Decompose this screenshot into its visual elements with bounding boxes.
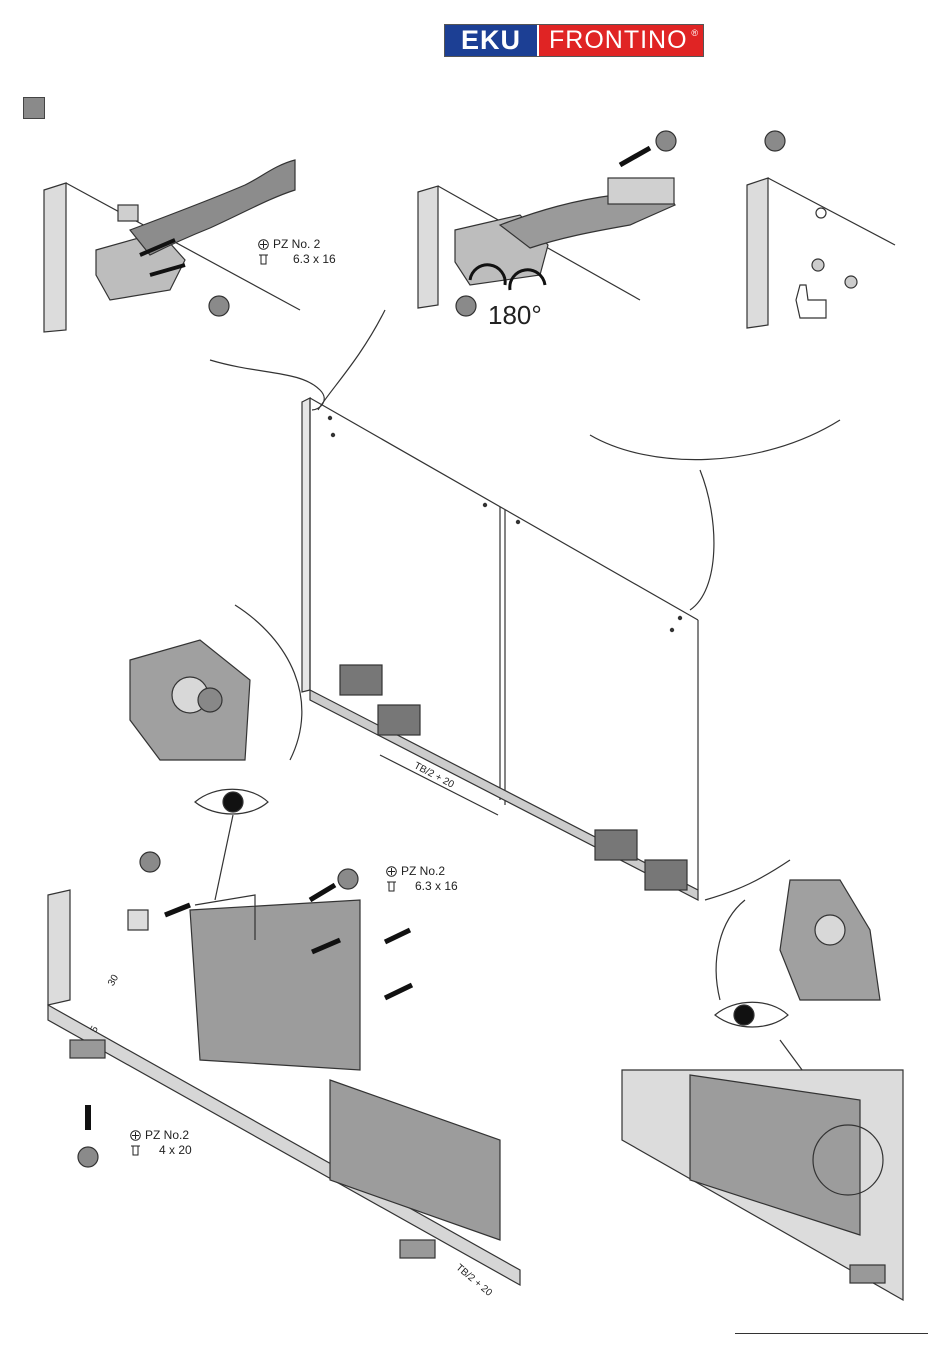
phillips-drive-icon xyxy=(386,866,397,877)
drive-label: PZ No. 2 xyxy=(273,237,320,252)
phillips-drive-icon xyxy=(258,239,269,250)
screw-icon xyxy=(258,254,269,265)
drive-label: PZ No.2 xyxy=(145,1128,189,1143)
screw-size-label: 6.3 x 16 xyxy=(415,879,458,894)
screw-callout-top-left: PZ No. 2 6.3 x 16 xyxy=(258,237,336,267)
screw-size-label: 6.3 x 16 xyxy=(293,252,336,267)
drive-label: PZ No.2 xyxy=(401,864,445,879)
eye-right xyxy=(715,1002,788,1027)
screw-callout-bottom-mid: PZ No.2 6.3 x 16 xyxy=(386,864,458,894)
rotation-label: 180° xyxy=(488,300,542,331)
zoom-detail-right xyxy=(780,880,880,1000)
detail-panel-bottom-right xyxy=(622,1070,903,1300)
phillips-drive-icon xyxy=(130,1130,141,1141)
screw-icon xyxy=(386,881,397,892)
screw-size-label: 4 x 20 xyxy=(159,1143,192,1158)
screw-callout-bottom-left: PZ No.2 4 x 20 xyxy=(130,1128,192,1158)
bottom-assembly xyxy=(48,852,520,1285)
eye-left xyxy=(195,789,268,814)
footer-rule xyxy=(735,1333,928,1334)
zoom-detail-left xyxy=(130,640,250,760)
door-assembly xyxy=(302,398,698,900)
screw-icon xyxy=(130,1145,141,1156)
detail-panel-2 xyxy=(418,131,676,316)
detail-panel-3 xyxy=(747,131,895,328)
